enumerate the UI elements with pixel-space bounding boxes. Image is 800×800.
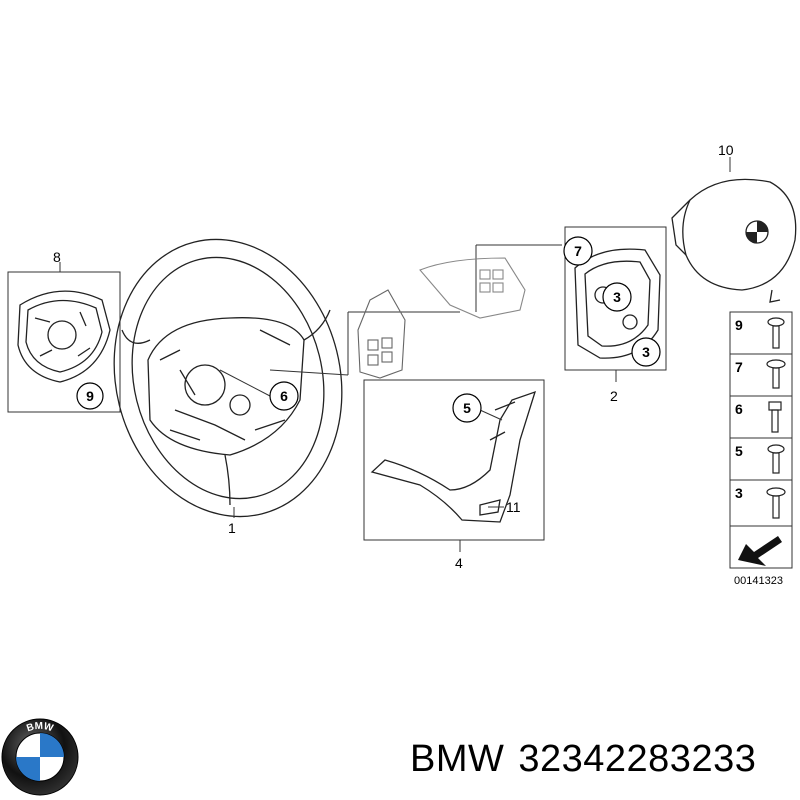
callout-3a: 3 bbox=[613, 289, 621, 305]
part-caption: BMW 32342283233 bbox=[410, 738, 770, 781]
direction-arrow-icon bbox=[729, 525, 793, 569]
callout-3b: 3 bbox=[642, 344, 650, 360]
screw-label-7: 7 bbox=[735, 359, 743, 375]
trim-cover-sketch bbox=[370, 390, 537, 523]
callout-8: 8 bbox=[53, 249, 61, 265]
screw-label-3: 3 bbox=[735, 485, 743, 501]
screw-legend: 9 7 6 5 3 bbox=[729, 311, 793, 527]
callout-circle-5 bbox=[452, 393, 482, 423]
screw-label-9: 9 bbox=[735, 317, 743, 333]
steering-wheel bbox=[113, 238, 343, 518]
callout-circle-7 bbox=[563, 236, 593, 266]
brand-name: BMW bbox=[410, 738, 505, 780]
callout-10: 10 bbox=[718, 142, 734, 158]
switch-sketch-right bbox=[419, 257, 526, 319]
callout-7: 7 bbox=[574, 243, 582, 259]
callout-circle-9 bbox=[76, 382, 104, 410]
part-2-group: 2 7 3 3 bbox=[563, 226, 667, 404]
callout-circle-6 bbox=[269, 381, 299, 411]
drawing-number: 00141323 bbox=[734, 575, 783, 587]
callout-circle-3b bbox=[631, 337, 661, 367]
bmw-logo: BMW bbox=[1, 718, 79, 796]
callout-4: 4 bbox=[455, 555, 463, 571]
part-number: 32342283233 bbox=[518, 738, 757, 780]
callout-2: 2 bbox=[610, 388, 618, 404]
callout-1: 1 bbox=[228, 520, 236, 536]
part-4-group: 4 5 11 bbox=[363, 379, 545, 571]
part-8-group: 8 9 bbox=[7, 249, 121, 413]
svg-text:BMW: BMW bbox=[25, 721, 55, 735]
callout-6: 6 bbox=[280, 388, 288, 404]
callout-11: 11 bbox=[506, 499, 521, 515]
part-8-box bbox=[7, 271, 121, 413]
screw-label-6: 6 bbox=[735, 401, 743, 417]
clock-spring-sketch bbox=[17, 290, 111, 383]
switch-sketch-left bbox=[357, 289, 406, 379]
airbag-bmw-emblem bbox=[746, 221, 768, 243]
callout-circle-3a bbox=[602, 282, 632, 312]
bmw-logo-lettering: BMW bbox=[25, 721, 55, 735]
callout-9: 9 bbox=[86, 388, 94, 404]
part-4-box bbox=[363, 379, 545, 541]
callout-5: 5 bbox=[463, 400, 471, 416]
screw-label-5: 5 bbox=[735, 443, 743, 459]
airbag-module: 10 bbox=[671, 142, 797, 303]
